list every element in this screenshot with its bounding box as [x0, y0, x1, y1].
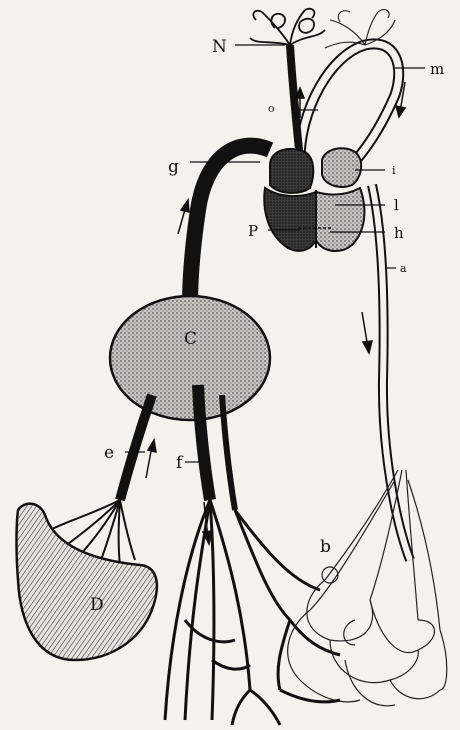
label-h: h: [394, 224, 404, 242]
label-o: o: [268, 102, 275, 115]
label-P: P: [248, 222, 258, 240]
heart-right-ventricle-l: [316, 188, 364, 251]
head-capillaries-N: [250, 9, 325, 45]
dark-vessel-e: [120, 395, 152, 500]
label-i: i: [392, 164, 396, 177]
arrow-icon: [362, 312, 372, 353]
label-g: g: [168, 157, 179, 177]
label-D: D: [90, 595, 104, 615]
heart-left-atrium: [270, 149, 313, 193]
label-a: a: [400, 262, 407, 275]
dark-vessel-o: [290, 45, 300, 160]
label-f: f: [176, 453, 184, 473]
heart-right-atrium-i: [322, 148, 361, 187]
label-C: C: [184, 329, 197, 349]
label-b: b: [320, 537, 331, 557]
heart-left-ventricle-P: [264, 188, 316, 251]
organ-D: [17, 504, 157, 660]
arrow-icon: [146, 440, 156, 478]
organ-C: [110, 296, 270, 420]
label-l: l: [394, 196, 399, 214]
label-m: m: [430, 60, 444, 78]
heart: [264, 148, 364, 251]
label-e: e: [104, 443, 114, 463]
label-N: N: [212, 37, 227, 57]
